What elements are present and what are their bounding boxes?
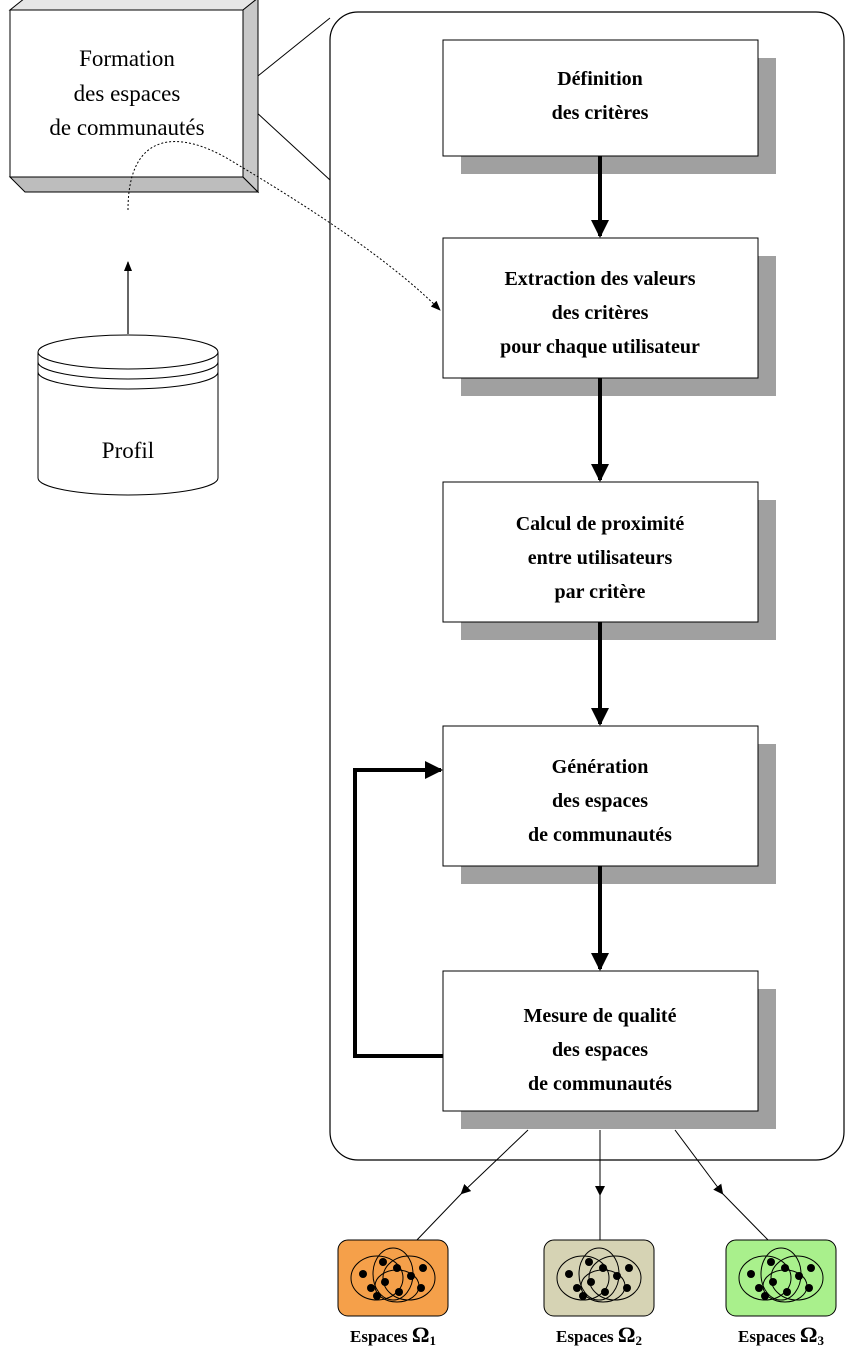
step-extraction: Extraction des valeurs des critères pour… [442, 237, 776, 396]
step-extraction-box [442, 237, 759, 379]
community-space-3: Espaces Ω3 [725, 1239, 837, 1348]
community-space-1: Espaces Ω1 [337, 1239, 449, 1348]
formation-box-line-3: de communautés [49, 115, 204, 140]
step-mesure-line-1: Mesure de qualité [524, 1005, 677, 1027]
step-calcul-line-2: entre utilisateurs [528, 547, 673, 569]
community-cluster-2-icon [556, 1247, 642, 1303]
feedback-loop-arrow [353, 761, 443, 1058]
step-extraction-line-3: pour chaque utilisateur [500, 336, 700, 358]
community-space-3-tile [725, 1239, 837, 1317]
community-cluster-1-icon [350, 1247, 436, 1303]
step-extraction-line-1: Extraction des valeurs [504, 268, 695, 290]
step-generation-line-1: Génération [552, 756, 649, 778]
profile-database: Profil [37, 334, 219, 496]
step-definition-line-1: Définition [557, 68, 643, 90]
community-space-2-label: Espaces Ω2 [556, 1322, 642, 1348]
output-arrow-3 [674, 1129, 724, 1195]
database-top [37, 334, 219, 370]
step-definition: Définition des critères [442, 39, 776, 174]
community-space-1-tile [337, 1239, 449, 1317]
database-body [37, 352, 219, 496]
output-line-1 [414, 1192, 463, 1243]
database-ring-2 [37, 371, 219, 390]
formation-box-bottom-face [8, 176, 260, 193]
formation-box-front-face [9, 9, 244, 178]
formation-box-line-1: Formation [79, 46, 175, 71]
step-generation-box [442, 725, 759, 867]
formation-box-line-2: des espaces [74, 81, 181, 106]
step-calcul-line-1: Calcul de proximité [516, 513, 685, 535]
formation-box-side-face [242, 0, 259, 194]
step-mesure-box [442, 970, 759, 1112]
community-space-2: Espaces Ω2 [543, 1239, 655, 1348]
database-ring-1 [37, 361, 219, 380]
step-calcul: Calcul de proximité entre utilisateurs p… [442, 481, 776, 640]
formation-box: Formation des espaces de communautés [8, 0, 260, 194]
community-space-2-tile [543, 1239, 655, 1317]
output-arrow-1 [460, 1129, 529, 1195]
step-definition-line-2: des critères [552, 102, 649, 124]
step-mesure-line-2: des espaces [552, 1039, 648, 1061]
community-space-3-label: Espaces Ω3 [738, 1322, 825, 1348]
dotted-link-arrow [127, 141, 441, 311]
step-generation: Génération des espaces de communautés [442, 725, 776, 884]
step-mesure-line-3: de communautés [528, 1073, 672, 1095]
step-definition-box [442, 39, 759, 157]
step-extraction-line-2: des critères [552, 302, 649, 324]
community-space-1-label: Espaces Ω1 [350, 1322, 436, 1348]
formation-box-top-face [8, 0, 257, 11]
community-cluster-3-icon [738, 1247, 824, 1303]
step-calcul-line-3: par critère [555, 581, 646, 603]
process-container [329, 11, 845, 1161]
step-generation-line-2: des espaces [552, 790, 648, 812]
step-mesure: Mesure de qualité des espaces de communa… [442, 970, 776, 1129]
database-label: Profil [102, 438, 154, 463]
output-line-3 [721, 1192, 771, 1243]
step-generation-line-3: de communautés [528, 824, 672, 846]
step-calcul-box [442, 481, 759, 623]
